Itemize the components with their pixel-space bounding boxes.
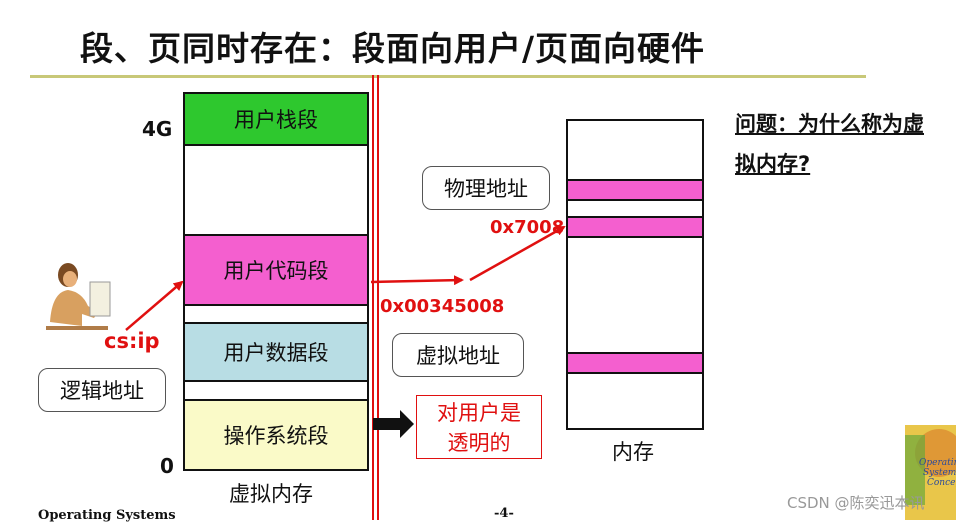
virtual-address-arrow bbox=[371, 280, 462, 282]
transparent-note: 对用户是透明的 bbox=[416, 395, 542, 459]
virtual-to-physical-arrow bbox=[470, 227, 564, 280]
svg-text:Operating: Operating bbox=[919, 458, 956, 468]
svg-text:Concepts: Concepts bbox=[927, 478, 956, 488]
question-text: 问题：为什么称为虚拟内存? bbox=[735, 104, 935, 184]
watermark: CSDN @陈奕迅本讯 bbox=[787, 492, 925, 513]
transparent-arrow bbox=[373, 410, 414, 438]
transparent-note-text: 对用户是透明的 bbox=[431, 398, 527, 458]
footer-page-number: -4- bbox=[494, 506, 514, 521]
footer-left: Operating Systems bbox=[38, 508, 176, 523]
logical-to-virtual-arrow bbox=[126, 282, 182, 330]
svg-text:Systems: Systems bbox=[923, 468, 956, 478]
